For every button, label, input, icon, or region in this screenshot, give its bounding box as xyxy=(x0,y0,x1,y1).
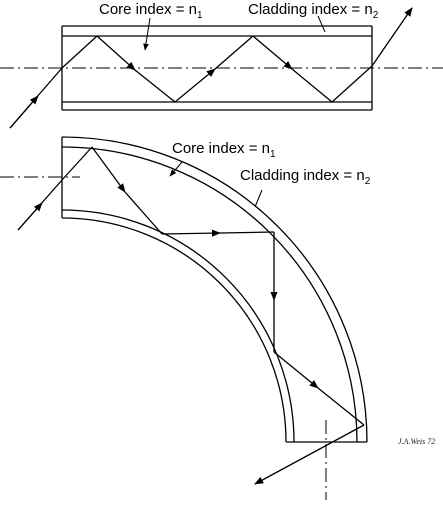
straight-core-leader xyxy=(143,17,151,51)
bent-core-label-text: Core index = n xyxy=(172,140,270,157)
bent-core-label-sub: 1 xyxy=(269,149,276,160)
bent-outer-cladding-edge xyxy=(61,136,368,443)
bent-fiber xyxy=(0,136,368,500)
straight-cladding-label-text: Cladding index = n xyxy=(248,1,373,18)
straight-cladding-label: Cladding index = n2 xyxy=(248,2,378,21)
straight-core-label: Core index = n1 xyxy=(99,2,203,21)
bent-inner-cladding-edge xyxy=(61,217,287,443)
straight-core-label-text: Core index = n xyxy=(99,1,197,18)
straight-fiber xyxy=(0,7,443,129)
bent-core-leader xyxy=(169,161,183,177)
bent-cladding-label-sub: 2 xyxy=(364,176,371,187)
straight-cladding-leader xyxy=(317,15,326,33)
artist-signature: J.A.Weis 72 xyxy=(398,437,436,446)
bent-cladding-label: Cladding index = n2 xyxy=(240,168,370,187)
bent-ray xyxy=(17,146,365,485)
straight-cladding-label-sub: 2 xyxy=(372,10,379,21)
straight-core-label-sub: 1 xyxy=(196,10,203,21)
bent-core-inner-edge xyxy=(61,209,295,443)
bent-core-label: Core index = n1 xyxy=(172,141,276,160)
bent-core-outer-edge xyxy=(61,146,358,443)
bent-cladding-label-text: Cladding index = n xyxy=(240,167,365,184)
bent-cladding-leader xyxy=(254,189,263,208)
straight-ray xyxy=(9,7,413,129)
